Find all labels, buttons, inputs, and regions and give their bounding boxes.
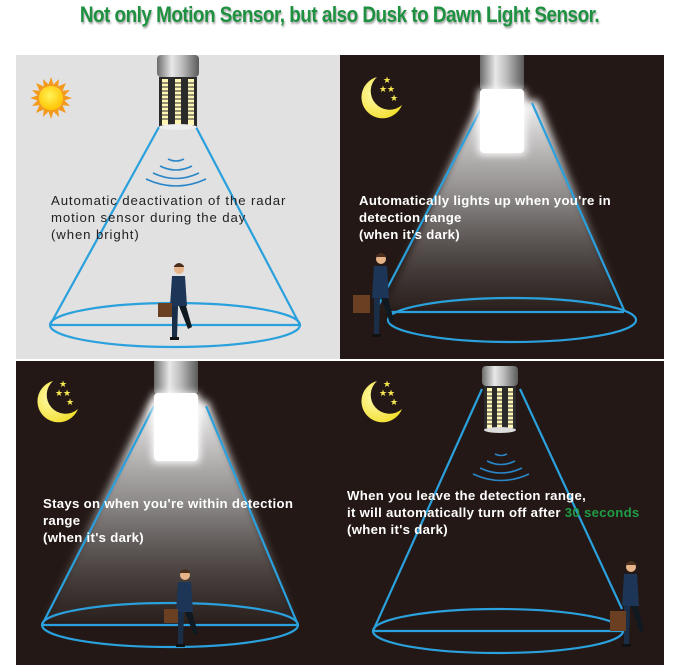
caption-line-3: (when it's dark) (43, 530, 144, 545)
moon-stars-icon: ★ ★ ★ ★ (361, 380, 402, 423)
svg-text:★: ★ (63, 389, 71, 399)
caption-line-1: Stays on when you're within detection (43, 496, 294, 511)
svg-text:★: ★ (383, 380, 391, 390)
caption-night-entering: Automatically lights up when you're in d… (359, 192, 611, 243)
caption-day: Automatic deactivation of the radar moti… (51, 192, 286, 243)
moon-stars-icon: ★ ★ ★ ★ (361, 76, 402, 119)
svg-text:★: ★ (55, 389, 63, 399)
detection-cone (375, 102, 638, 344)
headline: Not only Motion Sensor, but also Dusk to… (79, 2, 600, 27)
caption-line-2: range (43, 513, 81, 528)
caption-line-2-text: it will automatically turn off after (347, 505, 565, 520)
radar-waves-icon (472, 453, 530, 482)
radar-waves-icon (145, 158, 207, 187)
svg-text:★: ★ (390, 94, 398, 104)
panel-night-inside: ★ ★ ★ ★ Stays on when you're withi (16, 361, 340, 665)
corn-bulb-off (157, 55, 199, 130)
svg-text:★: ★ (387, 389, 395, 399)
svg-text:★: ★ (387, 85, 395, 95)
svg-text:★: ★ (379, 389, 387, 399)
detection-cone (40, 405, 300, 649)
caption-line-1: Automatically lights up when you're in (359, 193, 611, 208)
walking-person (164, 569, 198, 647)
timeout-highlight: 30 seconds (564, 505, 640, 520)
caption-line-1: When you leave the detection range, (347, 488, 587, 503)
walking-person (158, 263, 192, 340)
caption-night-leaving: When you leave the detection range, it w… (347, 487, 640, 538)
caption-night-inside: Stays on when you're within detection ra… (43, 495, 293, 546)
detection-cone (371, 388, 625, 655)
caption-line-1: Automatic deactivation of the radar (51, 193, 287, 208)
corn-bulb-off (482, 366, 518, 433)
caption-line-3: (when it's dark) (359, 227, 460, 242)
panel-night-entering: ★ ★ ★ ★ Automatical (340, 55, 664, 359)
walking-person (353, 253, 394, 337)
light-beam (382, 100, 624, 310)
corn-bulb-on (152, 361, 200, 463)
panel-day: Automatic deactivation of the radar moti… (16, 55, 340, 359)
svg-text:★: ★ (379, 85, 387, 95)
svg-text:★: ★ (390, 398, 398, 408)
walking-person (610, 561, 644, 647)
caption-line-3: (when it's dark) (347, 522, 448, 537)
moon-stars-icon: ★ ★ ★ ★ (37, 380, 78, 423)
panel-night-leaving: ★ ★ ★ ★ (340, 361, 664, 665)
caption-line-2: motion sensor during the day (51, 210, 247, 225)
svg-text:★: ★ (383, 76, 391, 86)
caption-line-3: (when bright) (51, 227, 140, 242)
light-beam (42, 401, 298, 623)
svg-text:★: ★ (59, 380, 67, 390)
caption-line-2: it will automatically turn off after 30 … (347, 504, 640, 521)
caption-line-2: detection range (359, 210, 462, 225)
corn-bulb-on (478, 55, 526, 155)
sun-icon (30, 77, 72, 119)
svg-text:★: ★ (66, 398, 74, 408)
